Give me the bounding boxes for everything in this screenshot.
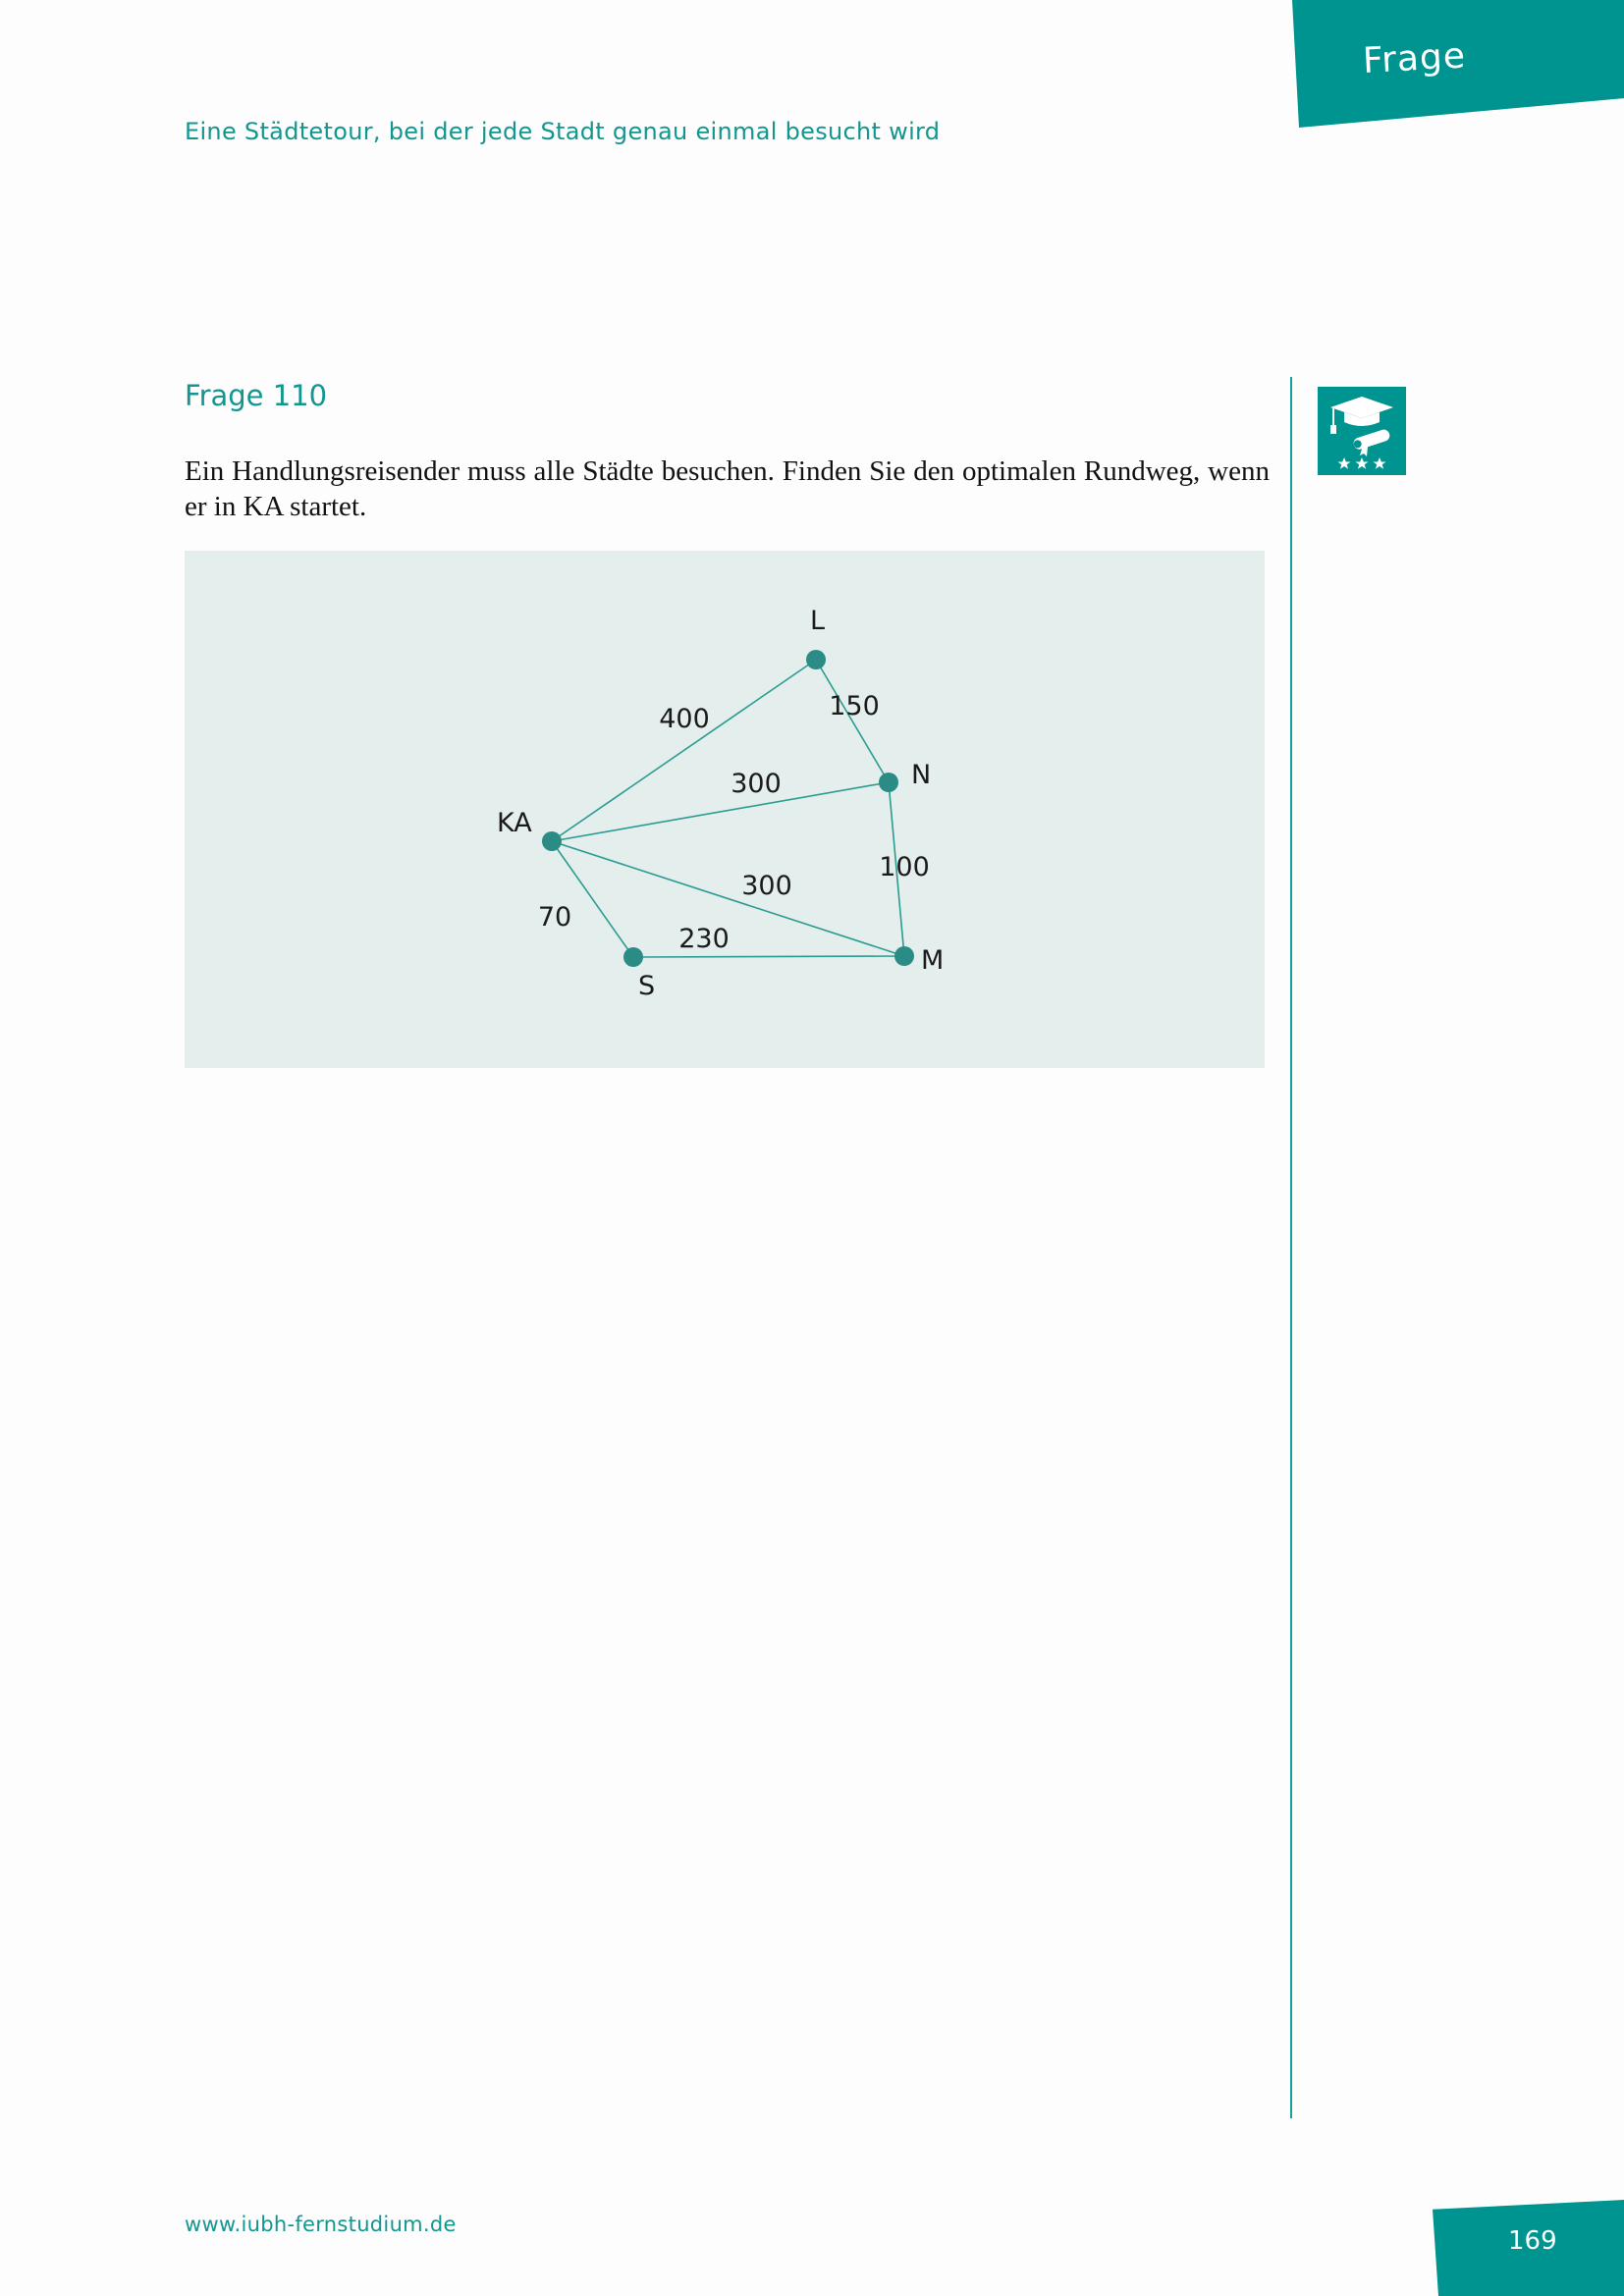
node-ka <box>542 831 562 851</box>
edge-s-m <box>632 955 905 958</box>
question-title: Frage 110 <box>185 379 328 412</box>
edge-ka-m <box>551 840 905 957</box>
edge-ka-l <box>551 659 817 842</box>
edge-weight-s-m: 230 <box>678 924 730 954</box>
node-label-s: S <box>638 971 655 1001</box>
running-header: Eine Städtetour, bei der jede Stadt gena… <box>185 118 941 145</box>
node-s <box>623 947 643 967</box>
edge-l-n <box>815 659 890 783</box>
margin-rule <box>1290 377 1292 2118</box>
edge-weight-ka-s: 70 <box>538 902 571 933</box>
node-label-n: N <box>911 760 931 790</box>
edge-n-m <box>888 781 905 957</box>
node-m <box>894 946 914 966</box>
section-tab-label: Frage <box>1362 35 1467 81</box>
difficulty-badge <box>1318 387 1406 475</box>
graduation-cap-icon <box>1330 397 1393 469</box>
graph-figure: 400 150 300 300 100 70 230 L N KA S M <box>185 551 1265 1068</box>
node-n <box>879 773 898 792</box>
edge-weight-n-m: 100 <box>879 852 930 882</box>
footer-url[interactable]: www.iubh-fernstudium.de <box>185 2213 457 2236</box>
page-number-tab <box>1433 2200 1624 2296</box>
node-label-l: L <box>810 606 825 636</box>
edge-weight-ka-n: 300 <box>731 769 782 799</box>
node-label-m: M <box>921 945 944 976</box>
node-l <box>806 650 826 669</box>
graph-diagram: 400 150 300 300 100 70 230 L N KA S M <box>497 606 944 1001</box>
edge-weight-ka-m: 300 <box>741 871 792 901</box>
question-text: Ein Handlungsreisender muss alle Städte … <box>185 455 1270 522</box>
node-label-ka: KA <box>497 808 532 838</box>
edge-ka-s <box>551 840 634 958</box>
edge-ka-n <box>551 781 890 842</box>
page-number: 169 <box>1508 2226 1557 2256</box>
edge-weight-ka-l: 400 <box>659 704 710 734</box>
edge-weight-l-n: 150 <box>829 691 880 721</box>
